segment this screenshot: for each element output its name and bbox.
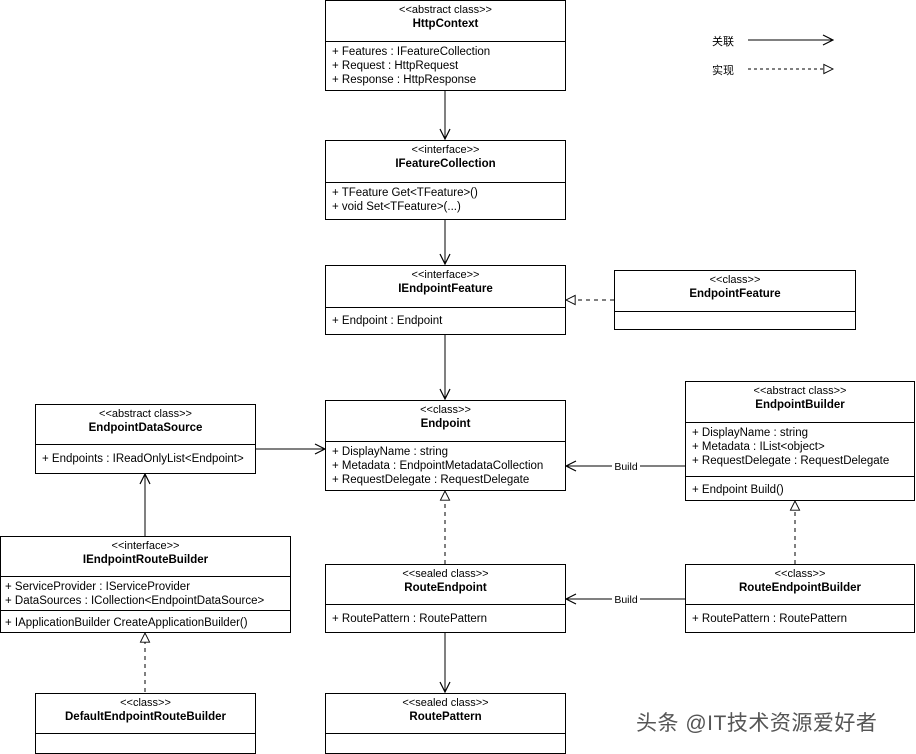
class-stereotype: <<interface>> (411, 144, 480, 156)
attribute: + DataSources : ICollection<EndpointData… (5, 595, 265, 607)
class-attributes: + Features : IFeatureCollection + Reques… (326, 42, 565, 87)
attribute: + Endpoint : Endpoint (332, 315, 443, 327)
class-stereotype: <<interface>> (111, 540, 180, 552)
class-stereotype: <<sealed class>> (402, 568, 489, 580)
attribute: + TFeature Get<TFeature>() (332, 187, 478, 199)
attribute: + DisplayName : string (692, 427, 808, 439)
attribute: + Endpoints : IReadOnlyList<Endpoint> (42, 453, 244, 465)
class-operations: + IApplicationBuilder CreateApplicationB… (1, 610, 290, 630)
legend-association-label: 关联 (712, 36, 734, 48)
class-routepattern[interactable]: <<sealed class>> RoutePattern (325, 693, 566, 754)
attribute: + RoutePattern : RoutePattern (692, 613, 848, 625)
class-header: <<interface>> IFeatureCollection (326, 141, 565, 183)
attribute: + RequestDelegate : RequestDelegate (332, 474, 530, 486)
class-stereotype: <<abstract class>> (99, 408, 192, 420)
class-name: IFeatureCollection (395, 158, 496, 170)
attribute: + Response : HttpResponse (332, 74, 477, 86)
class-name: EndpointDataSource (88, 422, 203, 434)
class-attributes: + RoutePattern : RoutePattern (326, 605, 565, 626)
class-header: <<class>> EndpointFeature (615, 271, 855, 312)
attribute: + Request : HttpRequest (332, 60, 459, 72)
class-header: <<class>> RouteEndpointBuilder (686, 565, 914, 605)
class-header: <<sealed class>> RouteEndpoint (326, 565, 565, 605)
class-header: <<class>> DefaultEndpointRouteBuilder (36, 694, 255, 734)
attribute: + void Set<TFeature>(...) (332, 201, 461, 213)
class-iendpointroutebuilder[interactable]: <<interface>> IEndpointRouteBuilder + Se… (0, 536, 291, 633)
class-stereotype: <<abstract class>> (399, 4, 492, 16)
class-name: IEndpointRouteBuilder (82, 554, 209, 566)
class-stereotype: <<class>> (774, 568, 826, 580)
class-header: <<interface>> IEndpointFeature (326, 266, 565, 308)
class-operations: + Endpoint Build() (686, 476, 914, 497)
attribute: + DisplayName : string (332, 446, 448, 458)
class-header: <<class>> Endpoint (326, 401, 565, 442)
class-header: <<abstract class>> HttpContext (326, 1, 565, 42)
class-attributes: + RoutePattern : RoutePattern (686, 605, 914, 626)
class-attributes: + ServiceProvider : IServiceProvider + D… (1, 577, 290, 610)
operation: + Endpoint Build() (692, 484, 784, 496)
class-stereotype: <<class>> (120, 697, 171, 709)
watermark-text: 头条 @IT技术资源爱好者 (636, 712, 878, 735)
class-defaultendpointroutebuilder[interactable]: <<class>> DefaultEndpointRouteBuilder (35, 693, 256, 754)
class-endpointdatasource[interactable]: <<abstract class>> EndpointDataSource + … (35, 404, 256, 474)
class-stereotype: <<interface>> (411, 269, 480, 281)
class-routeendpoint[interactable]: <<sealed class>> RouteEndpoint + RoutePa… (325, 564, 566, 633)
attribute: + Metadata : IList<object> (692, 441, 825, 453)
class-endpointfeature[interactable]: <<class>> EndpointFeature (614, 270, 856, 330)
class-iendpointfeature[interactable]: <<interface>> IEndpointFeature + Endpoin… (325, 265, 566, 335)
legend-realization-label: 实现 (712, 65, 734, 77)
attribute: + Metadata : EndpointMetadataCollection (332, 460, 544, 472)
class-name: Endpoint (420, 418, 471, 430)
class-stereotype: <<class>> (420, 404, 471, 416)
class-name: RouteEndpoint (404, 582, 487, 594)
attribute: + RequestDelegate : RequestDelegate (692, 455, 890, 467)
class-stereotype: <<abstract class>> (753, 385, 847, 397)
class-attributes: + Endpoints : IReadOnlyList<Endpoint> (36, 445, 255, 466)
class-header: <<sealed class>> RoutePattern (326, 694, 565, 734)
class-endpoint[interactable]: <<class>> Endpoint + DisplayName : strin… (325, 400, 566, 491)
class-httpcontext[interactable]: <<abstract class>> HttpContext + Feature… (325, 0, 566, 91)
class-name: EndpointFeature (689, 288, 781, 300)
class-header: <<interface>> IEndpointRouteBuilder (1, 537, 290, 577)
class-ifeaturecollection[interactable]: <<interface>> IFeatureCollection + TFeat… (325, 140, 566, 220)
class-name: DefaultEndpointRouteBuilder (65, 711, 226, 723)
class-attributes: + Endpoint : Endpoint (326, 308, 565, 328)
class-name: EndpointBuilder (755, 399, 845, 411)
class-name: IEndpointFeature (398, 283, 493, 295)
class-header: <<abstract class>> EndpointDataSource (36, 405, 255, 445)
operation: + IApplicationBuilder CreateApplicationB… (5, 617, 248, 629)
attribute: + ServiceProvider : IServiceProvider (5, 581, 191, 593)
class-name: RouteEndpointBuilder (738, 582, 861, 594)
class-attributes: + DisplayName : string + Metadata : Endp… (326, 442, 565, 487)
build-label-routeendpoint: Build (614, 594, 638, 606)
class-routeendpointbuilder[interactable]: <<class>> RouteEndpointBuilder + RoutePa… (685, 564, 915, 633)
class-stereotype: <<sealed class>> (402, 697, 489, 709)
class-attributes: + TFeature Get<TFeature>() + void Set<TF… (326, 183, 565, 214)
attribute: + RoutePattern : RoutePattern (332, 613, 488, 625)
class-name: RoutePattern (409, 711, 482, 723)
class-header: <<abstract class>> EndpointBuilder (686, 382, 914, 423)
class-stereotype: <<class>> (709, 274, 761, 286)
class-attributes: + DisplayName : string + Metadata : ILis… (686, 423, 914, 476)
attribute: + Features : IFeatureCollection (332, 46, 491, 58)
class-name: HttpContext (412, 18, 479, 30)
class-endpointbuilder[interactable]: <<abstract class>> EndpointBuilder + Dis… (685, 381, 915, 501)
build-label-endpoint: Build (614, 461, 638, 473)
